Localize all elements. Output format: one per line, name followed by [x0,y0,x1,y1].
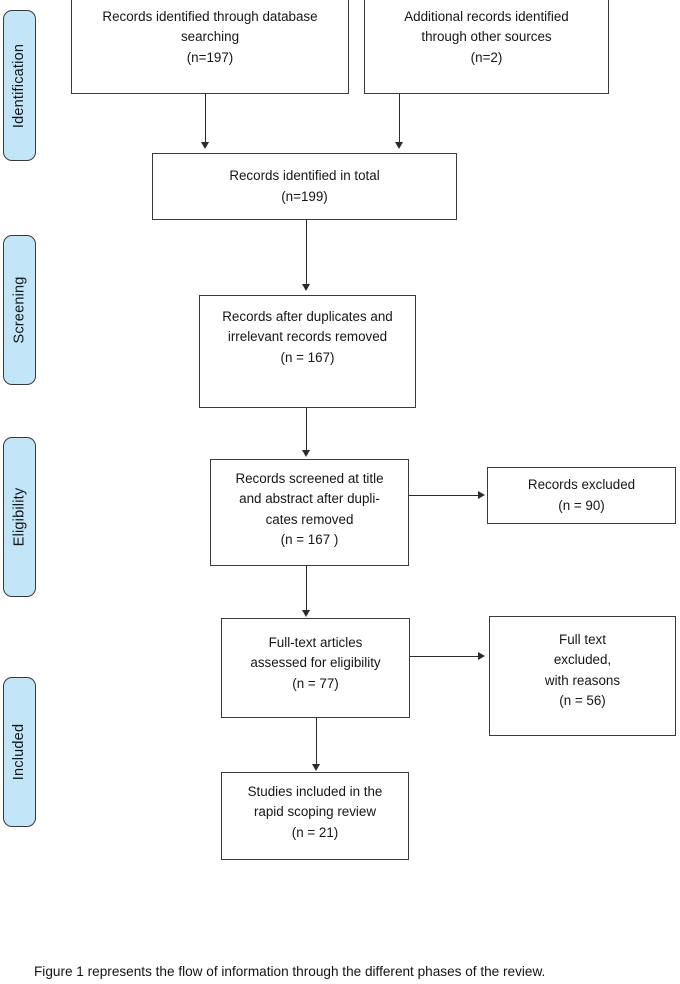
phase-label-eligibility-text: Eligibility [11,487,28,547]
phase-label-included: Included [3,677,36,827]
connector-screened-to-fulltext [306,566,307,610]
box-fulltext-assessed-text: Full-text articles assessed for eligibil… [250,635,381,691]
box-duplicates-removed-text: Records after duplicates and irrelevant … [222,309,393,365]
box-fulltext-assessed: Full-text articles assessed for eligibil… [221,618,410,718]
box-total-identified: Records identified in total (n=199) [152,153,457,220]
box-database-search: Records identified through database sear… [71,0,349,94]
phase-label-identification-text: Identification [11,43,28,128]
arrowhead-fulltext-to-excluded [478,652,485,660]
connector-other-to-total [399,94,400,142]
box-included-studies: Studies included in the rapid scoping re… [221,772,409,860]
arrowhead-screened-to-excluded [478,491,485,499]
box-duplicates-removed: Records after duplicates and irrelevant … [199,295,416,408]
box-database-search-text: Records identified through database sear… [102,9,318,65]
arrowhead-database-to-total [201,142,209,149]
box-records-excluded: Records excluded (n = 90) [487,467,676,524]
connector-fulltext-to-included [316,718,317,764]
phase-label-identification: Identification [3,10,36,161]
figure-caption: Figure 1 represents the flow of informat… [34,964,546,979]
connector-duplicates-to-screened [306,408,307,450]
arrowhead-total-to-duplicates [302,284,310,291]
arrowhead-screened-to-fulltext [302,610,310,617]
connector-database-to-total [205,94,206,142]
box-records-excluded-text: Records excluded (n = 90) [527,477,636,513]
box-included-studies-text: Studies included in the rapid scoping re… [247,784,383,840]
arrowhead-duplicates-to-screened [302,450,310,457]
phase-label-eligibility: Eligibility [3,437,36,597]
box-other-sources: Additional records identified through ot… [364,0,609,94]
box-total-identified-text: Records identified in total (n=199) [229,168,380,204]
arrowhead-other-to-total [395,142,403,149]
arrowhead-fulltext-to-included [312,764,320,771]
connector-total-to-duplicates [306,220,307,284]
phase-label-screening: Screening [3,235,36,385]
box-fulltext-excluded-text: Full text excluded, with reasons (n = 56… [544,632,621,709]
box-fulltext-excluded: Full text excluded, with reasons (n = 56… [489,616,676,736]
connector-fulltext-to-excluded [410,656,478,657]
box-other-sources-text: Additional records identified through ot… [404,9,569,65]
connector-screened-to-excluded [409,495,478,496]
box-records-screened-text: Records screened at title and abstract a… [235,471,384,548]
box-records-screened: Records screened at title and abstract a… [210,459,409,566]
phase-label-included-text: Included [11,723,28,781]
phase-label-screening-text: Screening [11,276,28,344]
